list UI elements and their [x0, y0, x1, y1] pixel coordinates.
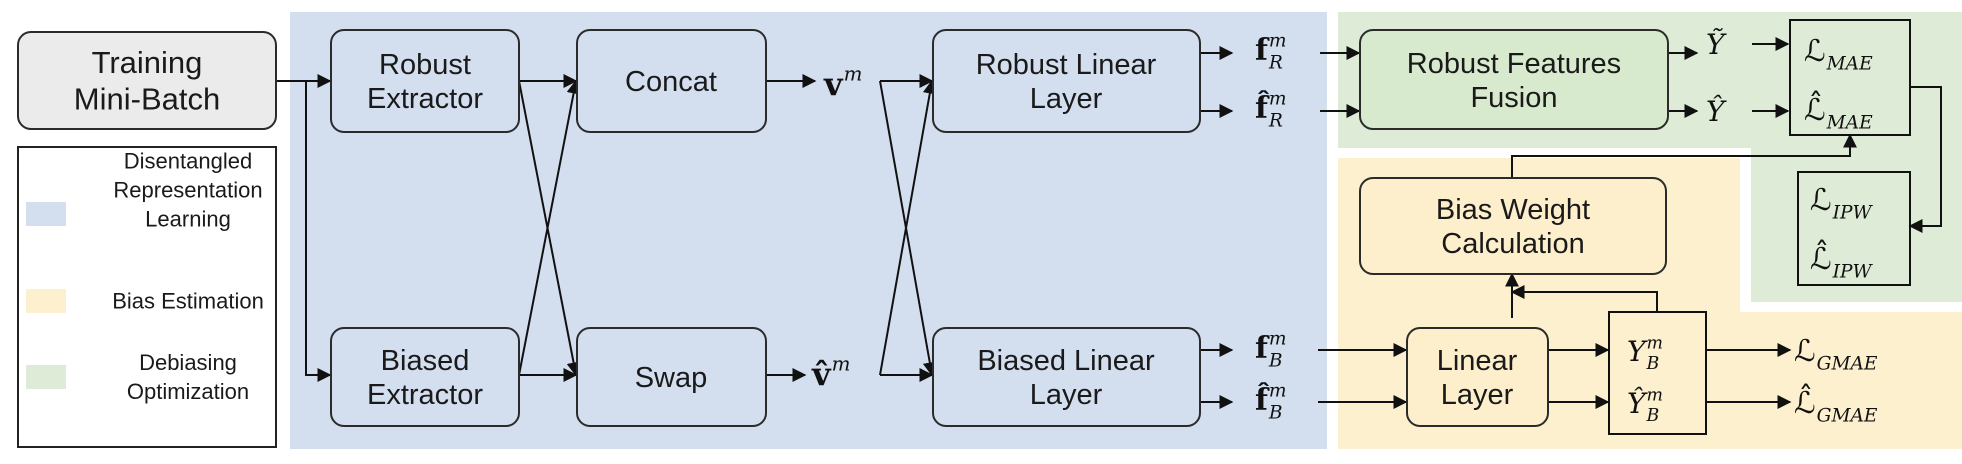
v-symbol: vm: [823, 63, 862, 103]
ipw-hat-loss: ℒ̂IPW: [1810, 240, 1873, 283]
concat-label: Concat: [625, 66, 717, 98]
legend-label-bias-estimation: Bias Estimation: [112, 289, 264, 314]
ipw-loss-box: [1797, 171, 1911, 286]
gmae-hat-loss: ℒ̂GMAE: [1794, 384, 1878, 427]
y-tilde-symbol: Ỹ: [1706, 28, 1727, 61]
concat-node: Concat: [576, 29, 767, 133]
mae-loss-box: [1789, 19, 1911, 136]
gmae-loss: ℒGMAE: [1794, 334, 1878, 374]
y-hat-symbol: Ŷ: [1706, 95, 1727, 128]
legend-swatch-bias-estimation: [26, 289, 66, 313]
mae-hat-loss: ℒ̂MAE: [1804, 91, 1873, 134]
connectors: [276, 37, 1942, 409]
legend-swatch-debiasing: [26, 365, 66, 389]
mae-loss: ℒMAE: [1804, 34, 1873, 74]
swap-node: Swap: [576, 327, 767, 427]
yb-output-box: [1608, 311, 1707, 435]
v-hat-symbol: v̂m: [811, 353, 850, 393]
legend-swatch-disentangled: [26, 202, 66, 226]
swap-label: Swap: [635, 362, 708, 394]
ipw-loss: ℒIPW: [1810, 183, 1873, 223]
